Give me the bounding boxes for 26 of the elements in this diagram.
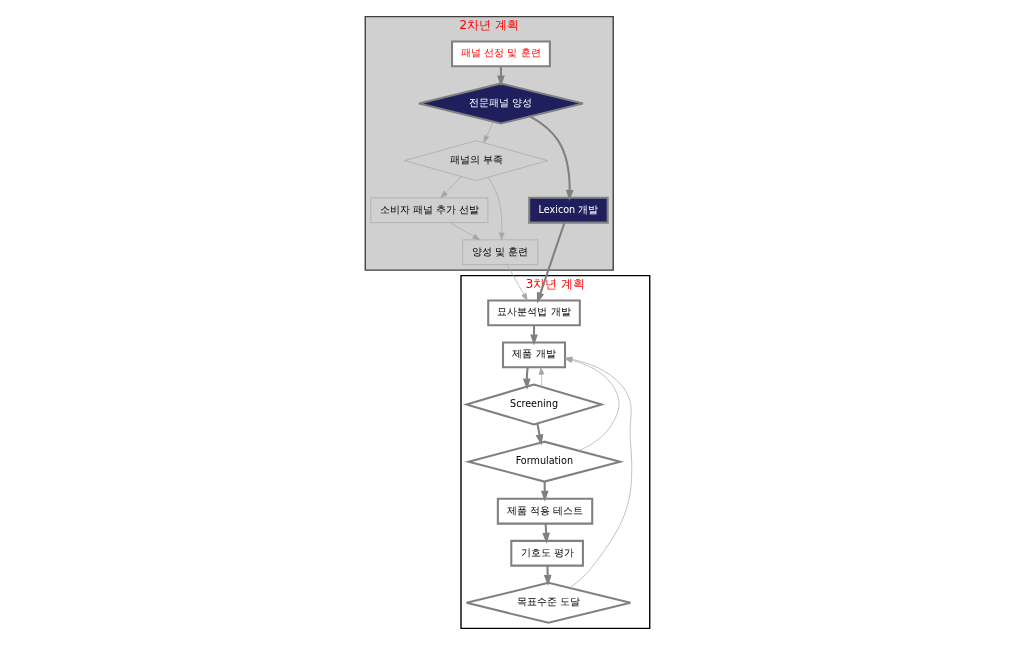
node-diamond: 전문패널 양성 (417, 82, 584, 125)
arrow (522, 367, 531, 390)
arrow (440, 176, 462, 199)
arrow (536, 222, 566, 304)
arrow (535, 423, 544, 446)
node-box: 제품 적용 테스트 (496, 497, 594, 525)
arrow (542, 523, 550, 544)
arrow (483, 121, 494, 143)
arrow (530, 325, 538, 346)
node-box: Lexicon 개발 (528, 196, 609, 224)
arrow (529, 115, 574, 201)
arrow (543, 565, 552, 586)
arrow (449, 222, 481, 241)
node-box: 기호도 평가 (510, 539, 584, 567)
arrow (538, 367, 545, 387)
node-box: 묘사분석법 개발 (487, 299, 581, 327)
node-box: 패널 선정 및 훈련 (451, 40, 551, 68)
node-diamond: Screening (462, 383, 606, 426)
node-box: 양성 및 훈련 (462, 239, 539, 265)
node-diamond: 목표수준 도달 (465, 581, 632, 624)
arrow (497, 66, 505, 87)
node-diamond: 패널의 부족 (404, 140, 549, 181)
node-box: 제품 개발 (502, 341, 567, 369)
node-diamond: Formulation (464, 440, 625, 483)
arrow (487, 177, 505, 241)
node-box: 소비자 패널 추가 선발 (370, 197, 489, 223)
